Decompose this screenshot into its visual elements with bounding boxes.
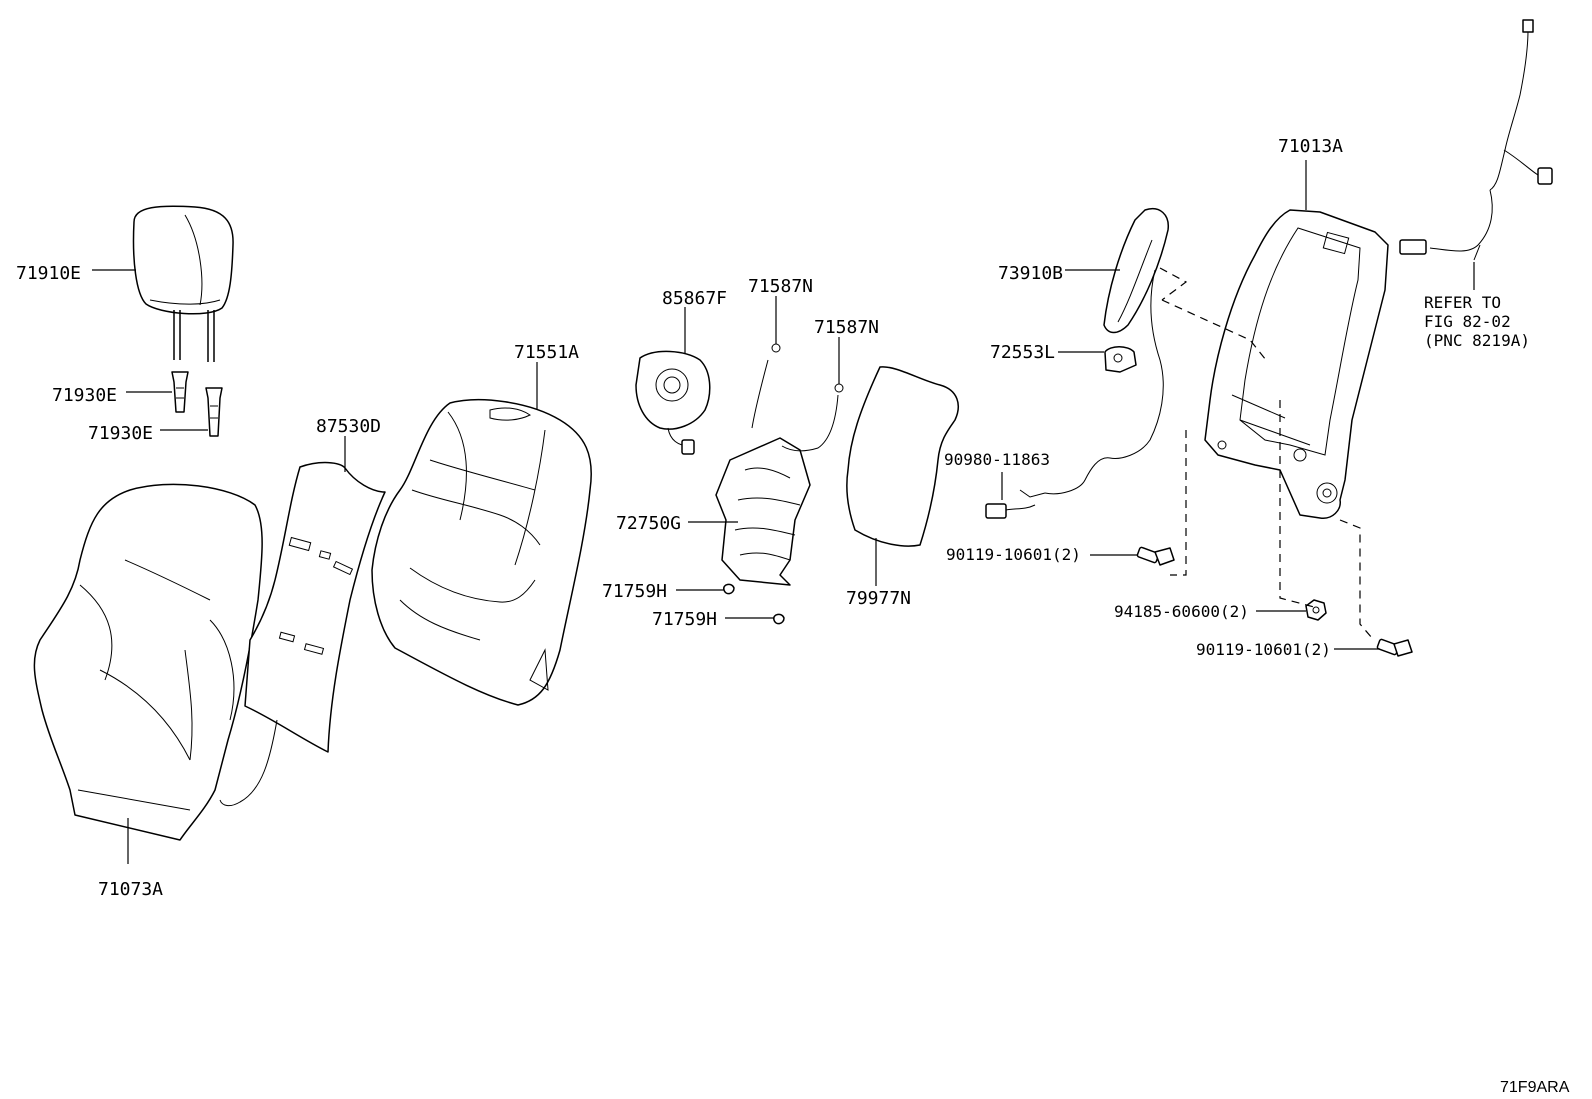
label-90119-10601-1: 90119-10601(2) (946, 545, 1081, 564)
label-79977N: 79977N (846, 588, 911, 609)
label-71930E-1: 71930E (52, 385, 117, 406)
label-90980-11863: 90980-11863 (944, 450, 1050, 469)
label-85867F: 85867F (662, 288, 727, 309)
wire-harness[interactable] (1399, 19, 1553, 261)
label-72553L: 72553L (990, 342, 1055, 363)
label-71759H-1: 71759H (602, 581, 667, 602)
drawing-code: 71F9ARA (1500, 1079, 1570, 1096)
label-94185-60600: 94185-60600(2) (1114, 602, 1249, 621)
refer-note-line1: REFER TO (1424, 293, 1501, 312)
seatback-cover[interactable] (33, 483, 263, 841)
label-71551A: 71551A (514, 342, 579, 363)
side-airbag[interactable] (985, 208, 1169, 519)
label-71013A: 71013A (1278, 136, 1343, 157)
label-87530D: 87530D (316, 416, 381, 437)
seatback-heater[interactable] (219, 461, 386, 807)
label-71073A: 71073A (98, 879, 163, 900)
label-73910B: 73910B (998, 263, 1063, 284)
lumbar-switch[interactable] (635, 350, 711, 455)
label-71587N-2: 71587N (814, 317, 879, 338)
label-71910E: 71910E (16, 263, 81, 284)
label-72750G: 72750G (616, 513, 681, 534)
label-90119-10601-2: 90119-10601(2) (1196, 640, 1331, 659)
seatback-pad[interactable] (371, 398, 592, 706)
refer-note-line2: FIG 82-02 (1424, 312, 1511, 331)
reference-lines (1159, 267, 1373, 639)
label-71759H-2: 71759H (652, 609, 717, 630)
refer-note-line3: (PNC 8219A) (1424, 331, 1530, 350)
label-71587N-1: 71587N (748, 276, 813, 297)
seatback-frame[interactable] (1204, 209, 1389, 519)
bolt-1[interactable] (1136, 546, 1175, 566)
airbag-bracket[interactable] (1104, 346, 1137, 373)
lumbar-support[interactable] (715, 343, 844, 586)
clip-1[interactable] (723, 583, 735, 595)
label-71930E-2: 71930E (88, 423, 153, 444)
clip-2[interactable] (773, 613, 785, 625)
headrest[interactable] (132, 205, 234, 362)
seatback-board[interactable] (846, 366, 959, 547)
bolt-2[interactable] (1376, 638, 1413, 657)
headrest-support-1[interactable] (171, 371, 189, 413)
nut[interactable] (1305, 599, 1327, 621)
headrest-support-2[interactable] (205, 387, 223, 437)
